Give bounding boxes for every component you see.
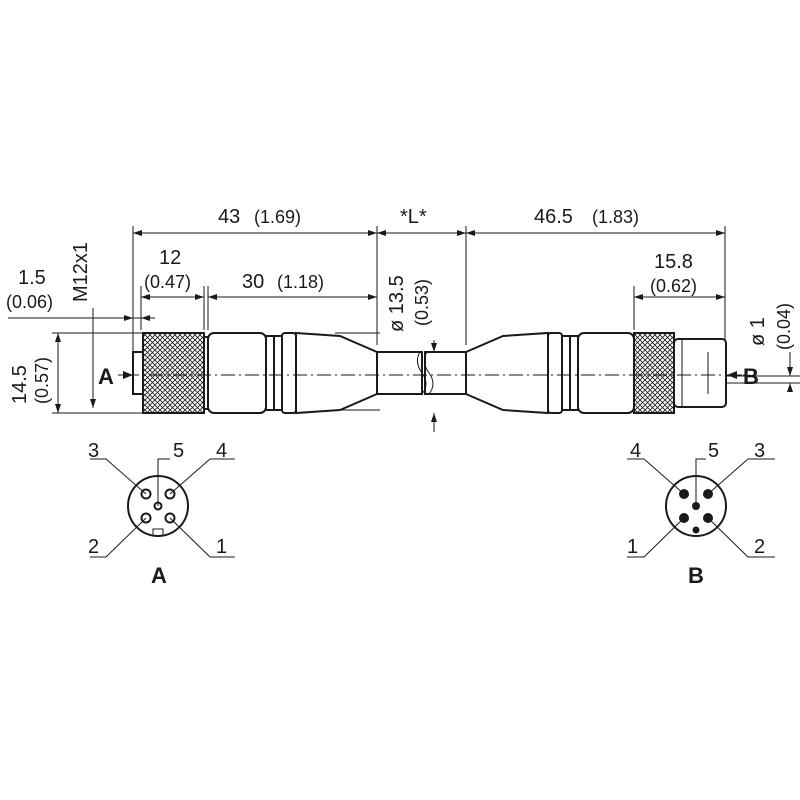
- connector-a-strain-relief: [295, 331, 378, 415]
- connector-b-grip: [577, 332, 635, 414]
- cable-segment-left: [376, 351, 423, 395]
- dimension-labels: 43 (1.69) *L* 46.5 (1.83) 12 (0.47) 30 (…: [6, 206, 794, 404]
- dim-15-8-inch: (0.62): [650, 276, 697, 296]
- connector-label-b: B: [743, 364, 759, 389]
- dim-dia-1: ø 1: [747, 317, 769, 346]
- pin-a-4: 4: [216, 440, 227, 462]
- pinout-a-title: A: [151, 563, 167, 588]
- dim-14-5-inch: (0.57): [32, 357, 52, 404]
- thread-spec: M12x1: [70, 242, 92, 302]
- connector-b-thread: [673, 338, 727, 408]
- dim-dia-1-inch: (0.04): [774, 303, 794, 350]
- connector-a-face: [132, 351, 144, 395]
- pin-a-2: 2: [88, 536, 99, 558]
- dim-1-5: 1.5: [18, 267, 46, 289]
- dim-43-inch: (1.69): [254, 207, 301, 227]
- pin-a-1: 1: [216, 536, 227, 558]
- dim-14-5: 14.5: [9, 365, 31, 404]
- dim-43: 43: [218, 206, 240, 228]
- dim-length: *L*: [400, 206, 427, 228]
- pin-a-3: 3: [88, 440, 99, 462]
- dim-dia-13-5: ø 13.5: [386, 275, 408, 332]
- dim-46-5-inch: (1.83): [592, 207, 639, 227]
- pin-b-4: 4: [630, 440, 641, 462]
- connector-label-a: A: [98, 364, 114, 389]
- pinout-a: [90, 458, 235, 558]
- arrow-a-icon: [123, 371, 133, 379]
- dim-1-5-inch: (0.06): [6, 292, 53, 312]
- pinout-b-labels: 4 5 3 1 2 B: [627, 440, 765, 588]
- dim-30: 30: [242, 271, 264, 293]
- pin-b-2: 2: [754, 536, 765, 558]
- dim-dia-13-5-inch: (0.53): [412, 279, 432, 326]
- pin-b-1: 1: [627, 536, 638, 558]
- pinout-a-labels: 3 5 4 2 1 A: [88, 440, 227, 588]
- connector-a-knurled-nut: [142, 332, 205, 414]
- dim-30-inch: (1.18): [277, 272, 324, 292]
- pin-a-5: 5: [173, 440, 184, 462]
- connector-b-strain-relief: [465, 331, 549, 415]
- dim-15-8: 15.8: [654, 251, 693, 273]
- arrow-b-icon: [727, 371, 737, 379]
- pin-b-3: 3: [754, 440, 765, 462]
- dim-12: 12: [159, 247, 181, 269]
- pin-b-5: 5: [708, 440, 719, 462]
- cable-assembly: [118, 331, 750, 415]
- pinout-b-title: B: [688, 563, 704, 588]
- pinout-b: [627, 458, 775, 558]
- dim-12-inch: (0.47): [144, 272, 191, 292]
- connector-b-knurled-nut: [633, 332, 675, 414]
- dim-46-5: 46.5: [534, 206, 573, 228]
- connector-a-grip: [207, 332, 267, 414]
- cable-segment-right: [424, 351, 467, 395]
